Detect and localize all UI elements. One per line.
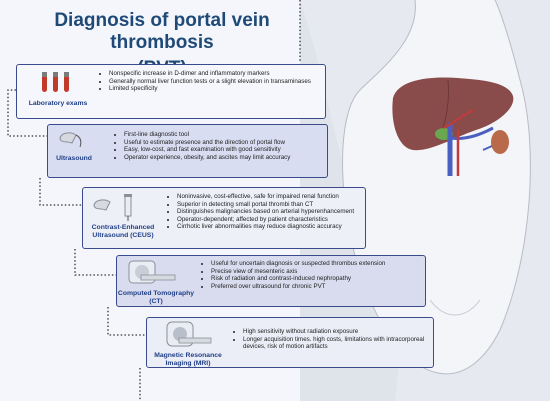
section-label: Magnetic Resonance Imaging (MRI) xyxy=(147,352,229,368)
bullet-item: Risk of radiation and contrast-induced n… xyxy=(211,275,431,283)
bullet-item: High sensitivity without radiation expos… xyxy=(243,328,439,336)
label-line: Imaging (MRI) xyxy=(165,360,211,367)
section-label: Computed Tomography (CT) xyxy=(117,290,195,306)
bullet-item: Useful to estimate presence and the dire… xyxy=(124,139,336,147)
test-tubes-icon xyxy=(42,72,69,92)
liver-illustration xyxy=(392,77,514,176)
bullet-item: Easy, low-cost, and fast examination wit… xyxy=(124,146,336,154)
bullet-item: Operator-dependent; affected by patient … xyxy=(177,216,377,224)
bullet-item: Superior in detecting small portal throm… xyxy=(177,201,377,209)
label-line: Contrast-Enhanced xyxy=(91,224,155,231)
label-line: Magnetic Resonance xyxy=(154,352,222,359)
label-line: Computed Tomography xyxy=(117,290,195,297)
bullet-item: Useful for uncertain diagnosis or suspec… xyxy=(211,260,431,268)
bullet-list: Noninvasive, cost-effective, safe for im… xyxy=(163,193,377,231)
ct-scanner-icon xyxy=(128,260,176,284)
bullet-item: Noninvasive, cost-effective, safe for im… xyxy=(177,193,377,201)
bullet-list: High sensitivity without radiation expos… xyxy=(229,328,439,351)
bullet-list: Useful for uncertain diagnosis or suspec… xyxy=(197,260,431,290)
bullet-item: Operator experience, obesity, and ascite… xyxy=(124,154,336,162)
bullet-item: Distinguishes malignancies based on arte… xyxy=(177,208,377,216)
section-label: Contrast-Enhanced Ultrasound (CEUS) xyxy=(83,224,163,240)
bullet-item: Generally normal liver function tests or… xyxy=(109,78,334,86)
bullet-item: Cirrhotic liver abnormalities may reduce… xyxy=(177,223,377,231)
bullet-list: Nonspecific increase in D-dimer and infl… xyxy=(95,70,334,93)
bullet-item: Preferred over ultrasound for chronic PV… xyxy=(211,283,431,291)
ultrasound-probe-icon xyxy=(59,132,82,148)
section-label: Ultrasound xyxy=(56,155,92,162)
section-ceus: Contrast-Enhanced Ultrasound (CEUS) Noni… xyxy=(82,187,366,249)
section-ultrasound: Ultrasound First-line diagnostic tool Us… xyxy=(47,124,328,178)
label-line: (CT) xyxy=(149,298,163,305)
section-mri: Magnetic Resonance Imaging (MRI) High se… xyxy=(146,317,434,368)
bullet-item: Precise view of mesenteric axis xyxy=(211,268,431,276)
bullet-item: Longer acquisition times. high costs, li… xyxy=(243,336,439,351)
section-laboratory-exams: Laboratory exams Nonspecific increase in… xyxy=(16,64,326,119)
section-label: Laboratory exams xyxy=(28,100,88,107)
syringe-probe-icon xyxy=(93,194,132,221)
title-line-1: Diagnosis of portal vein thrombosis xyxy=(54,10,270,53)
label-line: Ultrasound (CEUS) xyxy=(92,232,154,239)
bullet-item: First-line diagnostic tool xyxy=(124,131,336,139)
bullet-item: Limited specificity xyxy=(109,85,334,93)
section-ct: Computed Tomography (CT) Useful for unce… xyxy=(116,255,426,307)
bullet-item: Nonspecific increase in D-dimer and infl… xyxy=(109,70,334,78)
mri-scanner-icon xyxy=(166,321,212,347)
bullet-list: First-line diagnostic tool Useful to est… xyxy=(110,131,336,161)
